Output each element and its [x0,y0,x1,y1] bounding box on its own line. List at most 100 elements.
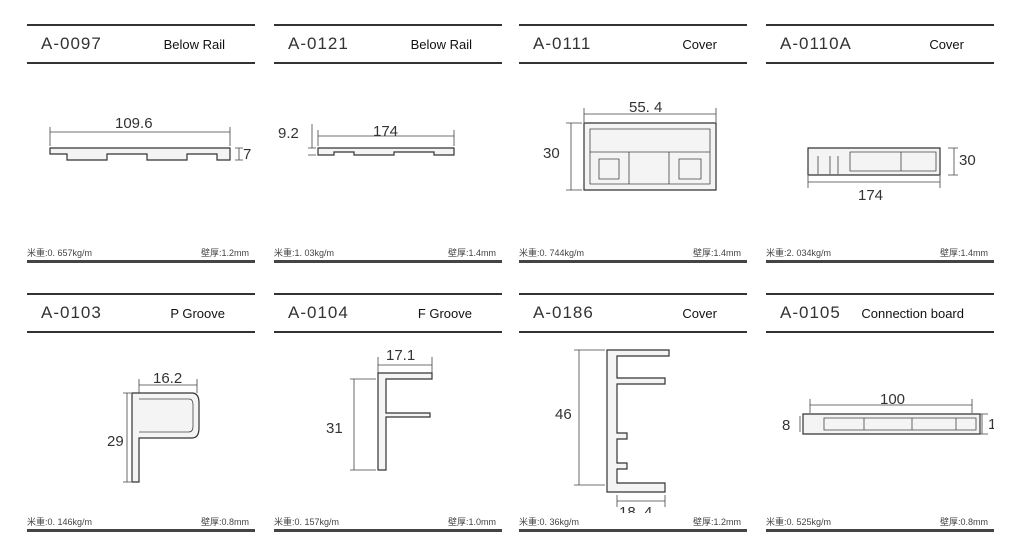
card-footer: 米重:0. 157kg/m 壁厚:1.0mm [274,515,502,532]
product-card: A-0110A Cover 174 30 米重:2. 034kg/m 壁厚:1.4m… [766,24,994,266]
profile-shape [807,147,958,188]
profile-drawing: 16.2 29 [107,370,200,483]
weight: 米重:2. 034kg/m [766,248,832,258]
wall-thickness: 壁厚:0.8mm [939,517,988,527]
dimension-height: 30 [959,152,976,169]
profile-shape [799,399,988,435]
product-label: Below Rail [410,37,472,52]
card-footer: 米重:0. 36kg/m 壁厚:1.2mm [519,515,747,532]
weight: 米重:0. 657kg/m [27,248,93,258]
dimension-height: 31 [326,420,343,437]
product-label: Connection board [861,306,964,321]
profile-shape [350,357,433,471]
product-card: A-0104 F Groove 17.1 31 米重:0. 157kg/m 壁厚:1… [274,293,502,535]
profile-drawing: 174 30 [807,147,976,204]
dimension-height: 30 [543,145,560,162]
product-label: Below Rail [163,37,225,52]
card-footer: 米重:1. 03kg/m 壁厚:1.4mm [274,246,502,263]
profile-drawing: 100 8 10 [782,391,994,435]
profile-shape [583,122,717,191]
dimension-height: 46 [555,406,572,423]
card-footer: 米重:0. 744kg/m 壁厚:1.4mm [519,246,747,263]
profile-shape [823,417,977,431]
dimension-height: 7 [243,146,251,163]
product-code: A-0104 [288,303,349,322]
profile-shape [139,398,194,433]
product-card: A-0097 Below Rail 109.6 7 米重:0. 657kg/m 壁厚… [27,24,255,266]
card-header: A-0110A Cover [766,24,994,64]
dimension-width: 174 [373,123,398,140]
profile-drawing: 174 9.2 [278,123,455,156]
card-header: A-0186 Cover [519,293,747,333]
profile-shape [574,349,666,507]
dimension-width: 18. 4 [619,504,652,513]
weight: 米重:0. 744kg/m [519,248,585,258]
profile-shape [606,349,670,493]
wall-thickness: 壁厚:1.4mm [692,248,741,258]
card-header: A-0097 Below Rail [27,24,255,64]
product-label: P Groove [170,306,225,321]
wall-thickness: 壁厚:1.2mm [692,517,741,527]
product-code: A-0105 [780,303,841,322]
profile-shape [131,392,200,483]
product-card: A-0186 Cover 46 18. 4 米重:0. 36kg/m 壁厚:1.2m… [519,293,747,535]
dimension-height-left: 8 [782,417,790,434]
card-footer: 米重:2. 034kg/m 壁厚:1.4mm [766,246,994,263]
profile-shape [817,151,937,174]
dimension-width: 55. 4 [629,99,662,116]
card-footer: 米重:0. 657kg/m 壁厚:1.2mm [27,246,255,263]
card-header: A-0105 Connection board [766,293,994,333]
profile-shape [802,413,981,435]
product-label: F Groove [417,306,472,321]
product-code: A-0111 [533,34,592,53]
product-label: Cover [682,37,717,52]
wall-thickness: 壁厚:0.8mm [200,517,249,527]
profile-drawing: 109.6 7 [49,115,251,163]
product-card: A-0105 Connection board 100 8 10 米重:0. 52… [766,293,994,535]
card-header: A-0103 P Groove [27,293,255,333]
profile-shape [317,147,455,156]
wall-thickness: 壁厚:1.0mm [447,517,496,527]
product-code: A-0103 [41,303,102,322]
weight: 米重:0. 525kg/m [766,517,832,527]
profile-shape [377,372,433,471]
profile-drawing: 46 18. 4 [555,349,670,513]
dimension-width: 109.6 [115,115,153,132]
product-code: A-0121 [288,34,349,53]
dimension-width: 174 [858,187,883,204]
dimension-height: 9.2 [278,125,299,142]
card-footer: 米重:0. 525kg/m 壁厚:0.8mm [766,515,994,532]
dimension-width: 100 [880,391,905,408]
profile-shape [49,127,243,161]
dimension-width: 16.2 [153,370,182,387]
weight: 米重:1. 03kg/m [274,248,335,258]
product-code: A-0186 [533,303,594,322]
card-header: A-0121 Below Rail [274,24,502,64]
dimension-height: 29 [107,433,124,450]
wall-thickness: 壁厚:1.4mm [447,248,496,258]
profile-drawing: 55. 4 30 [543,99,717,191]
card-header: A-0104 F Groove [274,293,502,333]
profile-shape [589,128,711,185]
profile-shape [308,124,455,156]
dimension-width: 17.1 [386,347,415,364]
weight: 米重:0. 157kg/m [274,517,340,527]
wall-thickness: 壁厚:1.4mm [939,248,988,258]
wall-thickness: 壁厚:1.2mm [200,248,249,258]
profile-drawing: 17.1 31 [326,347,433,471]
card-header: A-0111 Cover [519,24,747,64]
profile-shape [123,379,198,483]
product-label: Cover [929,37,964,52]
dimension-height-right: 10 [988,416,994,433]
product-card: A-0121 Below Rail 174 9.2 米重:1. 03kg/m 壁厚:… [274,24,502,266]
profile-shape [807,147,941,176]
product-code: A-0097 [41,34,102,53]
profile-shape [49,147,231,161]
weight: 米重:0. 36kg/m [519,517,580,527]
product-card: A-0111 Cover 55. 4 30 米重:0. 744kg/m 壁厚:1.4… [519,24,747,266]
profile-shape [566,108,717,191]
product-code: A-0110A [780,34,852,53]
product-label: Cover [682,306,717,321]
